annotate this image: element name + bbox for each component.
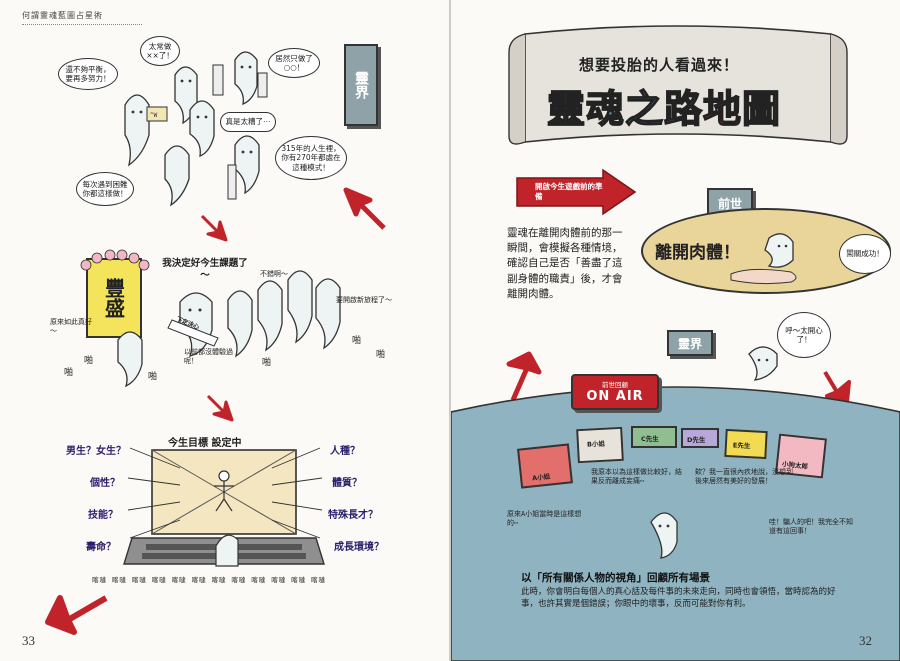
thought-2: 欸？我一直很內疚地說，沒想到後來居然有美好的發展！	[695, 468, 793, 486]
left-page: 何謂靈魂藍圖占星術 靈界 ^W 還不夠平衡，要再多努力！ 太常做××了！	[0, 0, 449, 661]
prep-arrow-label: 開啟今生遊戲前的準備	[535, 182, 603, 201]
review-heading: 以「所有關係人物的視角」回顧所有場景	[521, 572, 710, 584]
scroll-banner	[508, 25, 848, 145]
tv-e: E先生	[724, 428, 768, 460]
arrow-up-left-icon	[343, 187, 386, 230]
arrow-bottom-left-icon	[45, 595, 108, 635]
ghost-far-left	[117, 331, 143, 388]
running-head: 何謂靈魂藍圖占星術	[22, 11, 103, 20]
spirit-world-sign-2-label: 靈界	[677, 336, 702, 351]
tv-d: D先生	[681, 428, 719, 448]
bubble-escape-success: 闖關成功！	[839, 234, 891, 274]
goal-talent: 特殊長才？	[328, 510, 378, 521]
onair-small-label: 前世回顧	[602, 381, 628, 389]
right-page: 想要投胎的人看過來！ 靈魂之路地圖 開啟今生遊戲前的準備 靈魂在離開肉體前的那一…	[451, 0, 900, 661]
flower-wreath-icon	[80, 249, 150, 271]
bubble-too-good: 太常做××了！	[140, 36, 180, 66]
spirit-world-sign: 靈界	[344, 44, 378, 126]
past-life-label: 前世	[717, 196, 742, 211]
arrow-up-icon	[506, 351, 542, 402]
bubble-actually-did: 居然只做了○○！	[268, 48, 320, 78]
never-experienced-caption: 以前都沒體驗過呢！	[184, 348, 233, 366]
spirit-world-sign-label: 靈界	[353, 71, 369, 99]
not-bad-caption: 不錯啊～	[260, 270, 288, 278]
clap-3: 啪	[148, 372, 158, 382]
title-big-map: 地圖	[702, 86, 782, 132]
running-rule	[22, 24, 142, 25]
book-gutter	[449, 0, 451, 661]
goal-skill: 技能？	[88, 510, 118, 521]
intro-paragraph: 靈魂在離開肉體前的那一瞬間，會模擬各種情境，確認自己是否「善盡了這副身體的職責」…	[507, 227, 623, 300]
thought-4: 哇！騙人的吧！我完全不知道有這回事！	[769, 518, 853, 536]
bubble-phew: 呼～太開心了！	[777, 312, 831, 358]
bubble-life-315: 315年的人生裡，你有270年都處在這種模式！	[275, 136, 347, 180]
spirit-world-sign-2: 靈界	[667, 330, 713, 356]
onair-big-label: ON AIR	[586, 389, 644, 404]
goal-race: 人種？	[330, 446, 360, 457]
bubble-every-time: 每次遇到困難你都這樣做！	[76, 172, 134, 206]
thought-3: 原來A小姐當時是這樣想的⋯	[507, 510, 582, 528]
clap-4: 啪	[262, 358, 272, 368]
goal-rays	[127, 447, 323, 539]
clap-5: 啪	[352, 336, 362, 346]
clap-6: 啪	[376, 350, 386, 360]
goal-constitution: 體質？	[332, 478, 362, 489]
laptop-illustration	[123, 449, 325, 567]
goal-environment: 成長環境？	[334, 542, 384, 553]
bubble-so-great: 真是太糟了⋯	[220, 112, 276, 132]
tv-c: C先生	[631, 426, 677, 448]
goal-personality: 個性？	[90, 478, 120, 489]
svg-text:^W: ^W	[150, 112, 158, 119]
determined-ghost	[167, 292, 219, 357]
ghost-crowd-illustration: ^W	[124, 51, 268, 207]
arrow-down-icon-2	[206, 394, 234, 422]
abundance-banner: 豐盛	[86, 258, 142, 338]
clap-2: 啪	[84, 356, 94, 366]
tv-a: A小姐	[517, 443, 573, 489]
decided-caption: 我決定好今生課題了～	[162, 258, 248, 282]
review-paragraph: 此時，你會明白每個人的真心話及每件事的未來走向，同時也會領悟，當時認為的好事，也…	[521, 587, 836, 610]
clap-1: 啪	[64, 368, 74, 378]
arrow-down-right-icon	[823, 370, 851, 404]
leaving-body-text: 離開肉體！	[655, 243, 740, 263]
page-number-left: 33	[22, 633, 35, 648]
abundance-banner-text: 豐盛	[101, 278, 126, 318]
reviewing-ghost	[650, 512, 678, 559]
tv-b: B小姐	[576, 426, 624, 464]
ghost-group-illustration	[227, 270, 341, 358]
goal-gender: 男生？女生？	[66, 446, 126, 457]
new-journey-caption: 要開啟新旅程了～	[336, 296, 392, 304]
title-big-soul-path: 靈魂之路	[546, 86, 704, 132]
bubble-not-balanced: 還不夠平衡，要再多努力！	[58, 58, 118, 90]
happy-ghost	[748, 346, 778, 381]
leaving-body-ghost	[730, 233, 797, 285]
goal-title: 今生目標 設定中	[168, 438, 242, 449]
so-excited-caption: 原來如此真好～	[50, 318, 92, 336]
title-big: 靈魂之路地圖	[546, 78, 782, 133]
goal-lifespan: 壽命？	[86, 542, 116, 553]
prep-arrow	[516, 168, 637, 216]
onair-sign: 前世回顧 ON AIR	[571, 374, 659, 410]
thought-1: 我原本以為這樣做比較好，結果反而離成妄痛⋯	[591, 468, 682, 486]
page-number-right: 32	[859, 633, 872, 648]
title-small: 想要投胎的人看過來！	[579, 56, 740, 74]
typing-sound: 喀噠 喀噠 喀噠 喀噠 喀噠 喀噠 喀噠 喀噠 喀噠 喀噠 喀噠 喀噠	[92, 576, 327, 584]
arrow-down-icon	[200, 214, 228, 242]
